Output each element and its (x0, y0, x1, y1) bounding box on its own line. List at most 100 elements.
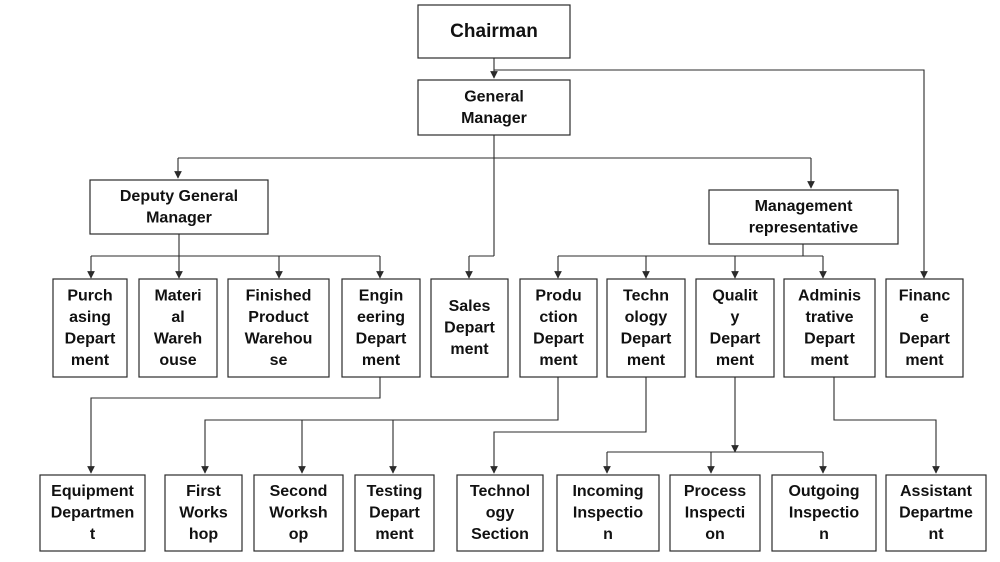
node-label-line: e (920, 309, 929, 326)
node-label-line: Adminis (798, 287, 861, 304)
node-label-line: Warehou (245, 330, 313, 347)
node-label-line: ment (71, 352, 110, 369)
node-label-line: Deputy General (120, 188, 238, 205)
node-label-line: nt (928, 526, 944, 543)
node-box (341, 278, 421, 378)
node-label-line: Works (179, 505, 228, 522)
node-label-line: ment (627, 352, 666, 369)
node-label-line: ogy (486, 505, 515, 522)
node-label-line: Qualit (712, 287, 758, 304)
node-label-line: ment (375, 526, 414, 543)
node-label-line: n (819, 526, 829, 543)
node-label-line: Inspectio (573, 505, 643, 522)
node-box (556, 474, 660, 552)
node-label-line: Inspectio (789, 505, 859, 522)
node-box (417, 79, 571, 136)
node-label-line: Produ (535, 287, 581, 304)
node-label-line: ment (716, 352, 755, 369)
node-box (783, 278, 876, 378)
node-label-line: Depart (710, 330, 761, 347)
node-label-line: ment (905, 352, 944, 369)
node-label-line: Engin (359, 287, 403, 304)
node-label-line: Depart (65, 330, 116, 347)
node-label-line: Purch (67, 287, 112, 304)
node-chairman: Chairman (417, 4, 571, 59)
node-label-line: trative (805, 309, 853, 326)
node-label-line: Depart (369, 505, 420, 522)
node-label-line: Management (755, 198, 853, 215)
node-box (885, 474, 987, 552)
node-label-line: Product (248, 309, 309, 326)
node-label-line: Depart (356, 330, 407, 347)
node-label-line: Process (684, 483, 746, 500)
node-box (456, 474, 544, 552)
connector-line (833, 377, 940, 474)
node-label-line: Technol (470, 483, 530, 500)
node-label-line: representative (749, 219, 858, 236)
node-label-line: Second (270, 483, 328, 500)
node-label-line: al (171, 309, 184, 326)
node-label-line: Finished (246, 287, 312, 304)
node-box (430, 278, 509, 378)
node-label-line: ment (810, 352, 849, 369)
node-label-line: asing (69, 309, 111, 326)
node-label-line: Chairman (450, 21, 538, 42)
node-box (669, 474, 761, 552)
node-label-line: Depart (621, 330, 672, 347)
node-label-line: Sales (449, 298, 491, 315)
node-label-line: Wareh (154, 330, 202, 347)
node-box (138, 278, 218, 378)
node-label-line: ment (362, 352, 401, 369)
node-label-line: ction (539, 309, 577, 326)
node-box (885, 278, 964, 378)
node-box (253, 474, 344, 552)
node-box (417, 4, 571, 59)
node-label-line: ment (450, 341, 489, 358)
node-label-line: Departmen (51, 505, 135, 522)
node-label-line: First (186, 483, 221, 500)
node-box (89, 179, 269, 235)
node-label-line: Assistant (900, 483, 973, 500)
node-label-line: Departme (899, 505, 973, 522)
node-label-line: ology (625, 309, 668, 326)
node-label-line: y (731, 309, 740, 326)
node-label-line: Techn (623, 287, 669, 304)
node-label-line: t (90, 526, 96, 543)
node-box (227, 278, 330, 378)
node-box (354, 474, 435, 552)
node-box (708, 189, 899, 245)
node-label-line: eering (357, 309, 405, 326)
node-label-line: Depart (804, 330, 855, 347)
node-label-line: Depart (899, 330, 950, 347)
node-label-line: se (270, 352, 288, 369)
node-label-line: ouse (159, 352, 196, 369)
node-label-line: ment (539, 352, 578, 369)
node-label-line: Section (471, 526, 529, 543)
node-label-line: Worksh (269, 505, 327, 522)
node-label-line: on (705, 526, 725, 543)
connector-line (494, 69, 928, 279)
node-label-line: General (464, 88, 524, 105)
node-label-line: hop (189, 526, 219, 543)
node-box (52, 278, 128, 378)
